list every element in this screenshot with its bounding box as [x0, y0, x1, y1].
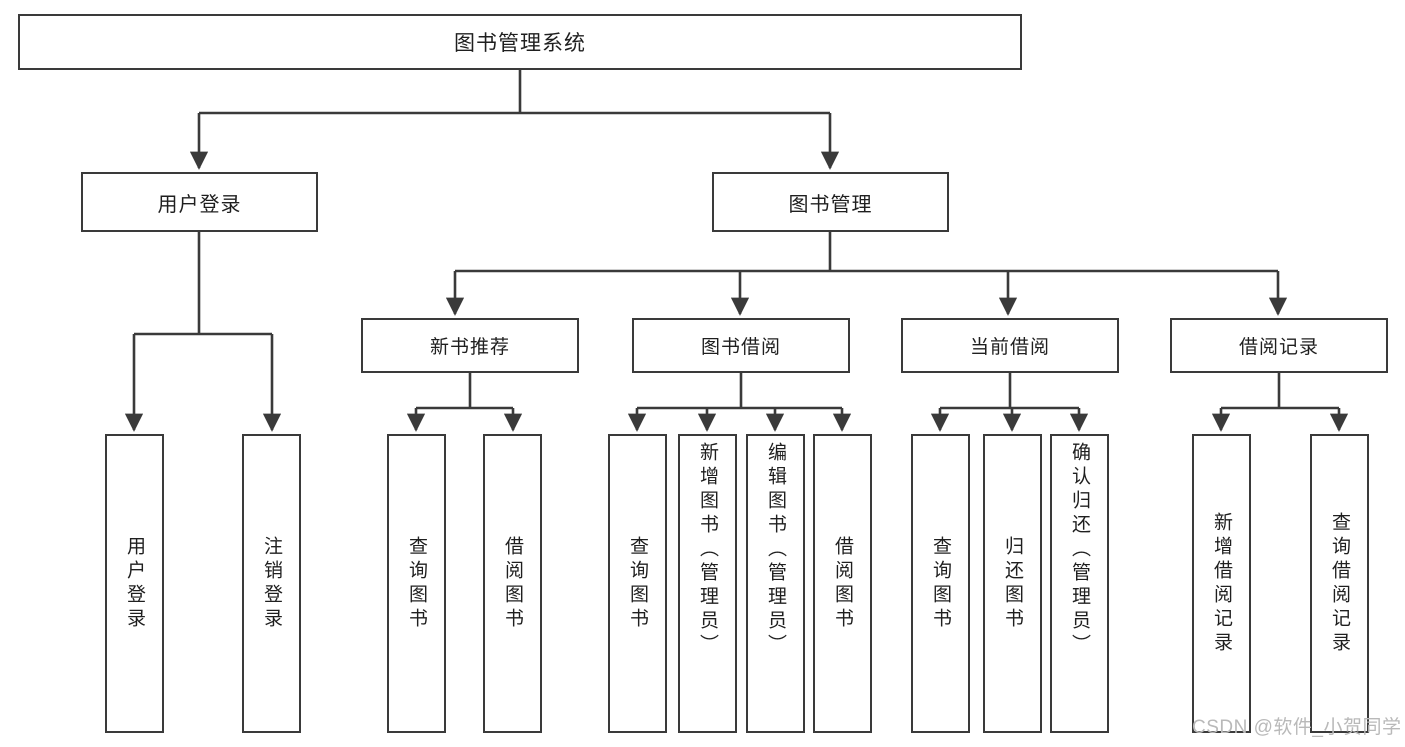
- leaf-query-book[interactable]: 查询图书: [608, 434, 667, 733]
- node-book-management[interactable]: 图书管理: [712, 172, 949, 232]
- leaf-edit-book-admin[interactable]: 编辑图书（管理员）: [746, 434, 805, 733]
- node-user-login[interactable]: 用户登录: [81, 172, 318, 232]
- node-book-management-label: 图书管理: [788, 193, 873, 216]
- leaf-confirm-return-admin[interactable]: 确认归还（管理员）: [1050, 434, 1109, 733]
- node-user-login-label: 用户登录: [157, 193, 242, 216]
- node-root[interactable]: 图书管理系统: [18, 14, 1022, 70]
- node-borrow-records[interactable]: 借阅记录: [1170, 318, 1388, 373]
- node-new-book-recommend[interactable]: 新书推荐: [361, 318, 579, 373]
- leaf-borrow-book-recommend-label: 借阅图书: [502, 535, 523, 632]
- leaf-borrow-book-label: 借阅图书: [832, 535, 853, 632]
- leaf-query-book-current-label: 查询图书: [930, 535, 951, 632]
- leaf-user-login-label: 用户登录: [124, 535, 145, 632]
- leaf-query-book-current[interactable]: 查询图书: [911, 434, 970, 733]
- leaf-borrow-book[interactable]: 借阅图书: [813, 434, 872, 733]
- leaf-return-book-label: 归还图书: [1002, 535, 1023, 632]
- node-new-book-recommend-label: 新书推荐: [429, 337, 510, 358]
- leaf-borrow-book-recommend[interactable]: 借阅图书: [483, 434, 542, 733]
- leaf-user-login[interactable]: 用户登录: [105, 434, 164, 733]
- node-current-borrow[interactable]: 当前借阅: [901, 318, 1119, 373]
- node-current-borrow-label: 当前借阅: [969, 337, 1050, 358]
- csdn-watermark: CSDN @软件_小贺同学: [1192, 717, 1402, 738]
- node-book-borrow-label: 图书借阅: [700, 337, 781, 358]
- leaf-add-book-admin[interactable]: 新增图书（管理员）: [678, 434, 737, 733]
- leaf-edit-book-admin-label: 编辑图书（管理员）: [765, 442, 786, 658]
- leaf-query-book-recommend-label: 查询图书: [406, 535, 427, 632]
- leaf-user-logout[interactable]: 注销登录: [242, 434, 301, 733]
- leaf-confirm-return-admin-label: 确认归还（管理员）: [1069, 442, 1090, 658]
- leaf-add-book-admin-label: 新增图书（管理员）: [697, 442, 718, 658]
- node-book-borrow[interactable]: 图书借阅: [632, 318, 850, 373]
- leaf-return-book[interactable]: 归还图书: [983, 434, 1042, 733]
- leaf-user-logout-label: 注销登录: [261, 535, 282, 632]
- node-borrow-records-label: 借阅记录: [1238, 337, 1319, 358]
- leaf-query-book-label: 查询图书: [627, 535, 648, 632]
- leaf-query-borrow-record[interactable]: 查询借阅记录: [1310, 434, 1369, 733]
- leaf-query-book-recommend[interactable]: 查询图书: [387, 434, 446, 733]
- node-root-label: 图书管理系统: [454, 32, 586, 55]
- leaf-query-borrow-record-label: 查询借阅记录: [1329, 511, 1350, 656]
- leaf-add-borrow-record[interactable]: 新增借阅记录: [1192, 434, 1251, 733]
- leaf-add-borrow-record-label: 新增借阅记录: [1211, 511, 1232, 656]
